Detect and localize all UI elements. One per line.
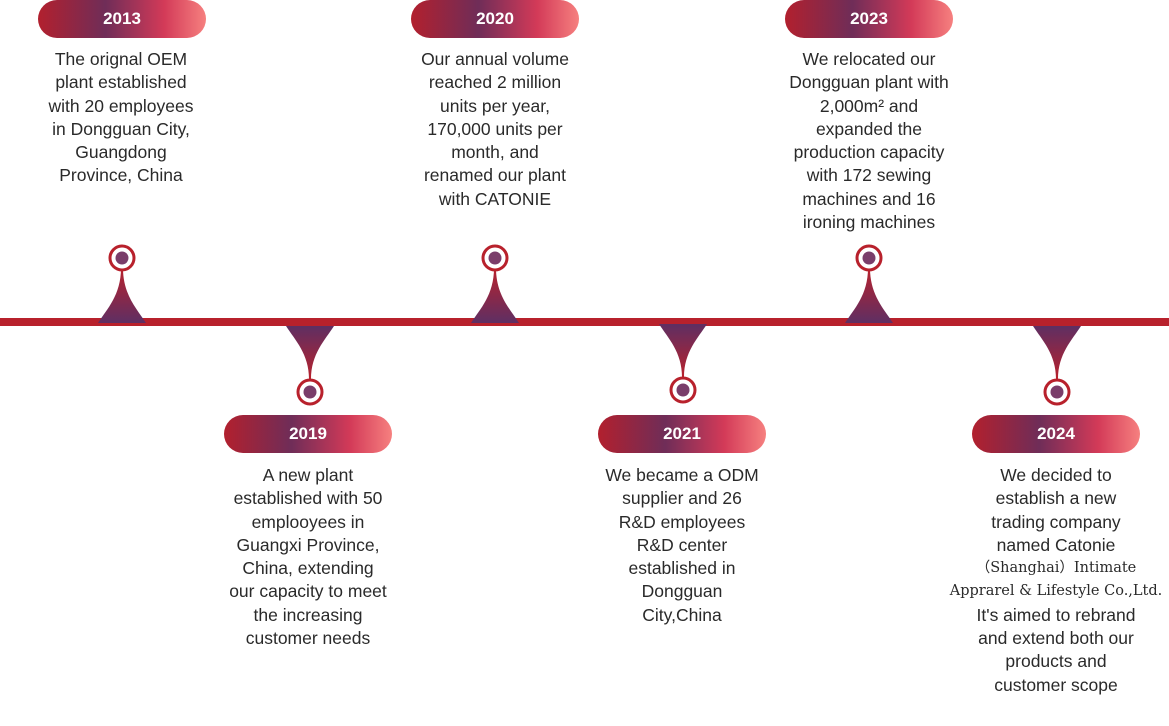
description-line: renamed our plant [423, 165, 567, 186]
year-pill: 2020 [411, 0, 579, 38]
description-line: our capacity to meet [229, 581, 387, 602]
description-line: and extend both our [978, 628, 1134, 649]
description-line: Dongguan plant with [789, 72, 949, 93]
description-line: R&D center [636, 534, 728, 555]
description-line: We relocated our [802, 49, 936, 69]
description-line: with 20 employees [48, 95, 194, 116]
event-description: We relocated our Dongguan plant with 2,0… [749, 48, 989, 234]
description-line: We became a ODM [605, 465, 759, 485]
description-line: production capacity [793, 142, 945, 163]
description-line: named Catonie [996, 534, 1116, 555]
description-line: A new plant [262, 465, 354, 485]
timeline-axis [0, 318, 1169, 326]
description-line: units per year, [440, 95, 550, 116]
description-line: China, extending [242, 558, 374, 579]
description-line: establish a new [995, 488, 1117, 509]
description-line: ironing machines [802, 212, 936, 233]
description-line: in Dongguan City, [52, 118, 190, 139]
description-line: It's aimed to rebrand [976, 604, 1136, 625]
description-line: R&D employees [618, 511, 746, 532]
description-line: customer needs [245, 628, 371, 649]
description-line: reached 2 million [428, 72, 562, 93]
milestone-marker [280, 324, 340, 406]
event-description: Our annual volume reached 2 million unit… [375, 48, 615, 211]
description-line: established with 50 [233, 488, 383, 509]
description-line: the increasing [253, 604, 363, 625]
description-line: Our annual volume [421, 49, 569, 69]
event-description: A new plant established with 50 emplooye… [188, 464, 428, 650]
description-line: expanded the [815, 118, 923, 139]
milestone-marker [653, 322, 713, 404]
description-line: with CATONIE [438, 188, 552, 209]
event-description: We decided to establish a new trading co… [936, 464, 1169, 697]
milestone-marker [839, 243, 899, 323]
description-line: The orignal OEM [54, 49, 188, 69]
milestone-marker [1027, 324, 1087, 406]
year-pill: 2023 [785, 0, 953, 38]
description-line: Dongguan [641, 581, 723, 602]
description-line: 170,000 units per [427, 118, 563, 139]
description-line: month, and [451, 142, 539, 163]
description-line: Apprarel & Lifestyle Co.,Ltd. [949, 583, 1163, 600]
description-line: Guangdong [75, 142, 167, 163]
event-description: We became a ODM supplier and 26 R&D empl… [562, 464, 802, 627]
event-description: The orignal OEM plant established with 2… [1, 48, 241, 188]
description-line: products and [1005, 651, 1107, 672]
description-line: We decided to [1000, 465, 1112, 485]
year-pill: 2013 [38, 0, 206, 38]
description-line: supplier and 26 [622, 488, 742, 509]
description-line: （Shanghai）Intimate [975, 560, 1137, 577]
description-line: Province, China [59, 165, 183, 186]
description-line: Guangxi Province, [236, 534, 380, 555]
description-line: established in [628, 558, 736, 579]
description-line: plant established [55, 72, 187, 93]
milestone-marker [465, 243, 525, 323]
description-line: trading company [991, 511, 1121, 532]
description-line: emplooyees in [251, 511, 365, 532]
year-pill: 2019 [224, 415, 392, 453]
description-line: with 172 sewing [806, 165, 932, 186]
milestone-marker [92, 243, 152, 323]
description-line: 2,000m² and [819, 95, 919, 116]
year-pill: 2021 [598, 415, 766, 453]
year-pill: 2024 [972, 415, 1140, 453]
description-line: City,China [642, 604, 722, 625]
description-line: customer scope [994, 674, 1118, 695]
description-line: machines and 16 [802, 188, 936, 209]
